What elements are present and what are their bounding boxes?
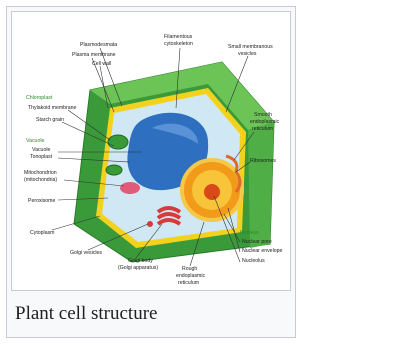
label-small-vesicles-2: vesicles [238, 51, 257, 57]
label-ribosomes: Ribosomes [250, 158, 276, 164]
label-golgi-vesicles: Golgi vesicles [70, 250, 102, 256]
label-peroxisome: Peroxisome [28, 198, 56, 204]
label-mitochondrion: Mitochondrion [24, 170, 57, 176]
label-filamentous-2: cytoskeleton [164, 41, 193, 47]
label-cytoplasm: Cytoplasm [30, 230, 55, 236]
label-nucleolus: Nucleolus [242, 258, 265, 264]
label-nuclear-envelope: Nuclear envelope [242, 248, 282, 254]
mitochondrion-shape [120, 182, 140, 194]
label-cell-wall: Cell wall [92, 61, 111, 67]
chloroplast-shape-2 [106, 165, 122, 175]
label-mitochondrion-sub: (mitochondria) [24, 177, 57, 183]
label-vacuole-group: Vacuole [26, 138, 44, 144]
label-plasma-membrane: Plasma membrane [72, 52, 116, 58]
label-golgi-body: Golgi body [128, 258, 153, 264]
label-nucleus-group: Nucleus [240, 230, 259, 236]
label-golgi-body-sub: (Golgi apparatus) [118, 265, 158, 271]
label-thylakoid: Thylakoid membrane [28, 105, 77, 111]
label-vacuole: Vacuole [32, 147, 50, 153]
label-smooth-er-3: reticulum [252, 126, 273, 132]
label-smooth-er-2: endoplasmic [250, 119, 280, 125]
label-small-vesicles: Small membranous [228, 44, 273, 50]
label-rough-er: Rough [182, 266, 197, 272]
plant-cell-diagram: Plasmodesmata Plasma membrane Cell wall … [12, 12, 290, 290]
chloroplast-shape [108, 135, 128, 149]
label-nuclear-pore: Nuclear pore [242, 239, 272, 245]
label-rough-er-3: reticulum [178, 280, 199, 286]
label-starch: Starch grain [36, 117, 64, 123]
image-caption: Plant cell structure [15, 303, 285, 325]
diagram-image-link[interactable]: Plasmodesmata Plasma membrane Cell wall … [11, 11, 291, 291]
label-filamentous: Filamentous [164, 34, 193, 40]
thumbnail-frame: Plasmodesmata Plasma membrane Cell wall … [6, 6, 296, 338]
label-rough-er-2: endoplasmic [176, 273, 206, 279]
label-chloroplast-group: Chloroplast [26, 95, 53, 101]
label-tonoplast: Tonoplast [30, 154, 53, 160]
label-plasmodesmata: Plasmodesmata [80, 42, 117, 48]
label-smooth-er: Smooth [254, 112, 272, 118]
nucleolus-shape [204, 184, 220, 200]
